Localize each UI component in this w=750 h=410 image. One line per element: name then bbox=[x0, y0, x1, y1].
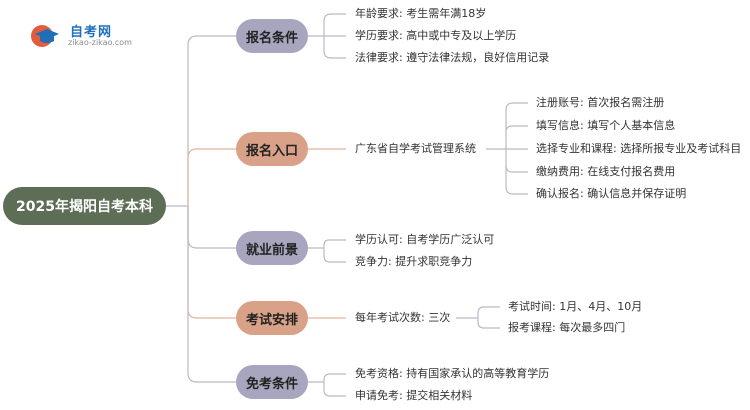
connector-b1 bbox=[308, 13, 346, 59]
connector-b3 bbox=[308, 239, 346, 263]
leaf-fill-info: 填写信息: 填写个人基本信息 bbox=[536, 119, 676, 132]
category-node-employment-prospects: 就业前景 bbox=[236, 231, 308, 265]
leaf-education-requirement: 学历要求: 高中或中专及以上学历 bbox=[355, 29, 517, 42]
category-node-registration-conditions: 报名条件 bbox=[236, 19, 308, 53]
connector-spine-branch-5 bbox=[187, 206, 236, 383]
root-node: 2025年揭阳自考本科 bbox=[3, 187, 166, 225]
leaf-exemption-eligibility: 免考资格: 持有国家承认的高等教育学历 bbox=[355, 367, 550, 380]
connector-spine-branch-3 bbox=[187, 206, 236, 249]
leaf-degree-recognition: 学历认可: 自考学历广泛认可 bbox=[355, 233, 495, 246]
leaf-competitiveness: 竞争力: 提升求职竞争力 bbox=[355, 255, 473, 268]
sub-node-exams-per-year: 每年考试次数: 三次 bbox=[355, 311, 451, 324]
connector-spine-branch-4 bbox=[187, 206, 236, 319]
connector-b2-leaves bbox=[486, 102, 528, 195]
connector-b4-leaves bbox=[456, 306, 500, 329]
connector-spine-branch-2 bbox=[187, 148, 236, 206]
logo-title: 自考网 bbox=[70, 25, 113, 40]
category-node-registration-entry: 报名入口 bbox=[236, 132, 308, 166]
site-logo[interactable]: 自考网 zikao-zikao.com bbox=[30, 20, 140, 50]
category-node-exam-schedule: 考试安排 bbox=[236, 301, 308, 335]
leaf-legal-requirement: 法律要求: 遵守法律法规，良好信用记录 bbox=[355, 51, 550, 64]
leaf-confirm-registration: 确认报名: 确认信息并保存证明 bbox=[536, 187, 687, 200]
graduation-cap-icon bbox=[31, 25, 59, 47]
leaf-exam-time: 考试时间: 1月、4月、10月 bbox=[508, 300, 643, 313]
leaf-age-requirement: 年龄要求: 考生需年满18岁 bbox=[355, 7, 487, 20]
leaf-choose-major: 选择专业和课程: 选择所报专业及考试科目 bbox=[536, 142, 742, 155]
logo-subtitle: zikao-zikao.com bbox=[68, 38, 132, 47]
leaf-exam-courses: 报考课程: 每次最多四门 bbox=[508, 321, 626, 334]
category-node-exemption-conditions: 免考条件 bbox=[236, 365, 308, 399]
connector-b5 bbox=[308, 373, 346, 397]
leaf-apply-exemption: 申请免考: 提交相关材料 bbox=[355, 389, 473, 402]
connector-spine-branch-1 bbox=[187, 35, 236, 206]
leaf-register-account: 注册账号: 首次报名需注册 bbox=[536, 96, 665, 109]
sub-node-exam-system: 广东省自学考试管理系统 bbox=[355, 142, 476, 155]
leaf-pay-fee: 缴纳费用: 在线支付报名费用 bbox=[536, 165, 676, 178]
